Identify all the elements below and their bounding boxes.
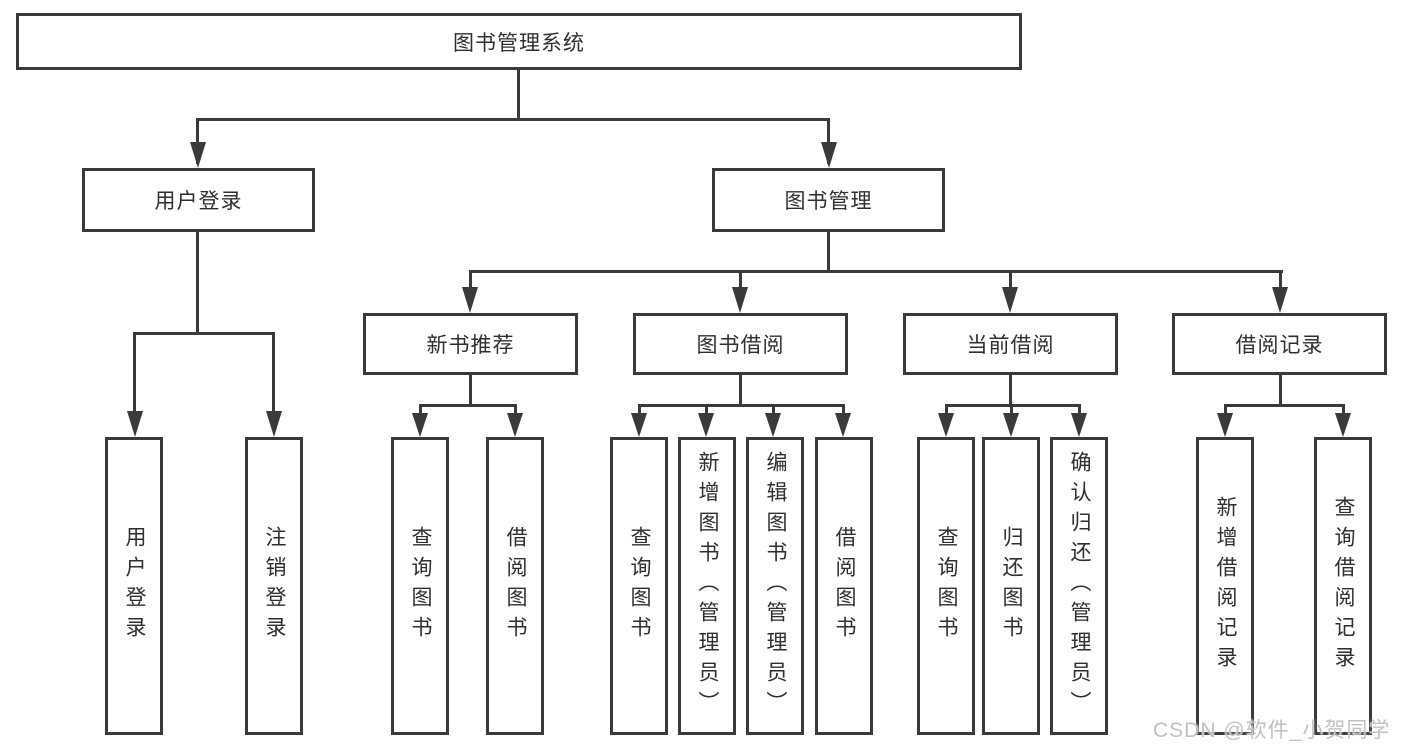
connector-line (1279, 270, 1282, 292)
node-borrowing-borrow-books: 借阅图书 (815, 437, 873, 735)
node-return-books-label: 归还图书 (1000, 526, 1023, 646)
arrow-down-icon (190, 142, 206, 168)
node-borrowing-query-books: 查询图书 (610, 437, 668, 735)
connector-line (638, 404, 845, 407)
arrow-down-icon (462, 287, 478, 313)
connector-line (1009, 375, 1012, 406)
connector-line (196, 232, 199, 335)
arrow-down-icon (821, 142, 837, 168)
node-logout: 注销登录 (245, 437, 303, 735)
arrow-down-icon (266, 411, 282, 437)
node-root-label: 图书管理系统 (453, 31, 585, 55)
connector-line (133, 332, 275, 335)
node-current-query-books-label: 查询图书 (935, 526, 958, 646)
node-edit-books-admin: 编辑图书（管理员） (746, 437, 804, 735)
arrow-down-icon (765, 413, 781, 437)
node-recommend-borrow-books-label: 借阅图书 (504, 526, 527, 646)
node-current-borrowing: 当前借阅 (903, 313, 1118, 375)
connector-line (196, 118, 199, 164)
node-logout-label: 注销登录 (263, 526, 286, 646)
arrow-down-icon (1272, 287, 1288, 313)
connector-line (469, 270, 1283, 273)
connector-line (1078, 404, 1081, 416)
arrow-down-icon (1003, 413, 1019, 437)
csdn-watermark: CSDN @软件_小贺同学 (1153, 719, 1391, 742)
connector-line (419, 404, 422, 416)
node-borrowing-query-books-label: 查询图书 (628, 526, 651, 646)
node-confirm-return-admin: 确认归还（管理员） (1050, 437, 1108, 735)
connector-line (739, 270, 742, 292)
connector-line (1010, 404, 1013, 416)
connector-line (514, 404, 517, 416)
arrow-down-icon (938, 413, 954, 437)
node-user-login-label: 用户登录 (154, 190, 243, 213)
node-book-management: 图书管理 (712, 168, 945, 232)
node-user-login: 用户登录 (82, 168, 315, 232)
node-add-borrow-record-label: 新增借阅记录 (1214, 496, 1237, 676)
connector-line (469, 375, 472, 406)
connector-line (469, 270, 472, 292)
node-add-books-admin: 新增图书（管理员） (678, 437, 736, 735)
connector-line (1009, 270, 1012, 292)
node-add-books-admin-label: 新增图书（管理员） (696, 451, 719, 721)
arrow-down-icon (1335, 413, 1351, 437)
connector-line (739, 375, 742, 406)
node-add-borrow-record: 新增借阅记录 (1196, 437, 1254, 735)
node-query-borrow-record: 查询借阅记录 (1314, 437, 1372, 735)
connector-line (272, 332, 275, 412)
arrow-down-icon (412, 413, 428, 437)
arrow-down-icon (835, 413, 851, 437)
connector-line (1224, 404, 1227, 416)
connector-line (1224, 404, 1345, 407)
connector-line (772, 404, 775, 416)
arrow-down-icon (1071, 413, 1087, 437)
node-borrowing-borrow-books-label: 借阅图书 (833, 526, 856, 646)
connector-line (945, 404, 1081, 407)
arrow-down-icon (1217, 413, 1233, 437)
node-book-borrowing: 图书借阅 (633, 313, 848, 375)
node-user-login-leaf: 用户登录 (105, 437, 163, 735)
node-current-borrowing-label: 当前借阅 (966, 334, 1055, 357)
node-return-books: 归还图书 (982, 437, 1040, 735)
arrow-down-icon (1002, 287, 1018, 313)
node-recommend-query-books: 查询图书 (391, 437, 449, 735)
connector-line (1279, 375, 1282, 406)
connector-line (638, 404, 641, 416)
node-recommend-borrow-books: 借阅图书 (486, 437, 544, 735)
connector-line (842, 404, 845, 416)
node-user-login-leaf-label: 用户登录 (123, 526, 146, 646)
connector-line (419, 404, 517, 407)
node-edit-books-admin-label: 编辑图书（管理员） (764, 451, 787, 721)
arrow-down-icon (698, 413, 714, 437)
node-root: 图书管理系统 (16, 13, 1022, 70)
node-recommend-query-books-label: 查询图书 (409, 526, 432, 646)
connector-line (133, 332, 136, 412)
arrow-down-icon (507, 413, 523, 437)
connector-line (196, 118, 830, 121)
connector-line (705, 404, 708, 416)
node-current-query-books: 查询图书 (917, 437, 975, 735)
arrow-down-icon (732, 287, 748, 313)
connector-line (827, 232, 830, 273)
node-confirm-return-admin-label: 确认归还（管理员） (1068, 451, 1091, 721)
node-query-borrow-record-label: 查询借阅记录 (1332, 496, 1355, 676)
arrow-down-icon (127, 411, 143, 437)
node-new-book-recommend-label: 新书推荐 (426, 334, 515, 357)
arrow-down-icon (631, 413, 647, 437)
connector-line (1342, 404, 1345, 416)
connector-line (827, 118, 830, 164)
node-book-management-label: 图书管理 (784, 190, 873, 213)
connector-line (945, 404, 948, 416)
node-book-borrowing-label: 图书借阅 (696, 334, 785, 357)
node-borrowing-records-label: 借阅记录 (1235, 334, 1324, 357)
node-new-book-recommend: 新书推荐 (363, 313, 578, 375)
connector-line (517, 70, 520, 120)
node-borrowing-records: 借阅记录 (1172, 313, 1387, 375)
